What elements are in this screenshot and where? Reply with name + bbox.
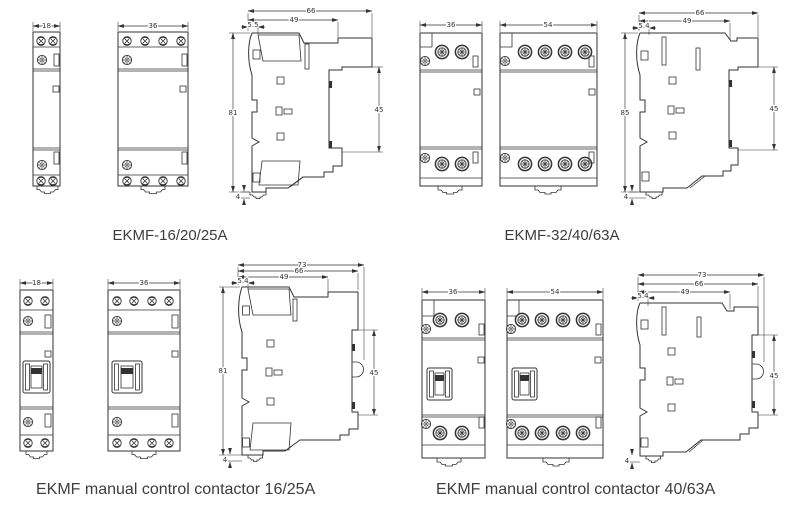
terminal-shroud-bottom [249, 422, 292, 451]
caption-manual-40-63a: EKMF manual control contactor 40/63A [436, 481, 716, 498]
din-foot [25, 451, 48, 459]
dim-height: 85 [621, 109, 630, 117]
din-foot [534, 186, 562, 195]
dim-depth-front: 49 [290, 16, 299, 24]
din-foot [437, 186, 463, 195]
din-foot [140, 186, 166, 194]
terminal-shroud-top [247, 288, 292, 316]
dim-foot: 4 [236, 193, 241, 201]
dim-lip: 5.5 [247, 21, 258, 29]
ekmf-manual-16-25a-drawing: 18 36 [19, 260, 380, 468]
dim-width-small: 36 [447, 21, 456, 29]
dim-depth-total: 73 [698, 271, 707, 279]
corner-step [420, 33, 433, 48]
dim-height: 81 [219, 367, 228, 375]
dim-din-recess: 45 [375, 106, 384, 114]
front-view-2pole-manual: 36 [420, 287, 486, 467]
front-view-2pole: 36 [419, 20, 483, 195]
din-foot [247, 455, 263, 462]
din-foot [542, 458, 570, 467]
caption-ekmf-32-40-63a: EKMF-32/40/63A [504, 227, 620, 244]
front-view-4pole-manual: 36 [107, 278, 181, 459]
din-foot [645, 192, 663, 199]
manual-lever [111, 360, 143, 394]
dim-din-recess: 45 [370, 369, 379, 377]
dim-lip: 5.4 [237, 277, 249, 285]
dim-width-small: 36 [449, 288, 458, 296]
dim-din-recess: 45 [770, 372, 779, 380]
front-view-4pole: 36 [117, 21, 189, 194]
dim-width-large: 36 [149, 22, 158, 30]
front-view-4pole: 54 [499, 20, 598, 195]
dim-depth-front: 49 [683, 17, 692, 25]
ekmf-manual-40-63a-drawing: 36 54 [420, 270, 780, 469]
din-foot [645, 456, 661, 463]
dim-depth-total: 73 [298, 261, 307, 269]
front-view-4pole-manual: 54 [505, 287, 604, 467]
corner-step [507, 300, 520, 317]
din-foot [131, 451, 157, 459]
corner-step [422, 300, 435, 317]
din-foot [249, 192, 267, 199]
din-foot [36, 186, 59, 194]
ekmf-16-20-25a-drawing: 18 36 66 49 [32, 6, 385, 205]
corner-step [500, 33, 513, 48]
dim-width-small: 18 [32, 279, 41, 287]
dim-depth-overall: 66 [295, 267, 304, 275]
din-foot [436, 458, 462, 467]
lever-knob [752, 363, 764, 380]
lever-knob [352, 361, 364, 378]
dim-width-large: 54 [551, 288, 560, 296]
dim-foot: 4 [625, 457, 630, 465]
dim-din-recess: 45 [770, 105, 779, 113]
dim-depth-overall: 66 [695, 280, 704, 288]
manual-lever [511, 367, 538, 401]
side-view: 73 66 49 5.4 45 4 [624, 270, 780, 469]
manual-lever [22, 360, 51, 394]
terminal-shroud-top [257, 34, 302, 62]
dim-height: 81 [229, 109, 238, 117]
dim-depth-overall: 66 [307, 7, 316, 15]
dim-width-large: 36 [140, 279, 149, 287]
dim-lip: 5.4 [637, 292, 649, 300]
dim-width-large: 54 [544, 21, 553, 29]
dim-width-small: 18 [42, 22, 51, 30]
caption-manual-16-25a: EKMF manual control contactor 16/25A [36, 481, 316, 498]
terminal-shroud-bottom [258, 160, 301, 186]
side-view: 66 49 5.5 81 45 4 [227, 6, 385, 205]
dim-depth-front: 49 [280, 273, 289, 281]
dim-depth-overall: 66 [696, 9, 705, 17]
dim-lip: 5.4 [638, 22, 650, 30]
side-view: 66 49 5.4 85 45 4 [619, 8, 780, 205]
front-view-2pole: 18 [32, 21, 61, 194]
dim-depth-front: 49 [681, 288, 690, 296]
ekmf-32-40-63a-drawing: 36 54 66 49 [419, 8, 780, 205]
dim-foot: 4 [223, 456, 228, 464]
dim-foot: 4 [624, 193, 629, 201]
side-view: 73 66 49 5.4 81 45 4 [217, 260, 380, 468]
caption-ekmf-16-20-25a: EKMF-16/20/25A [112, 227, 228, 244]
manual-lever [426, 367, 453, 401]
front-view-2pole-manual: 18 [19, 278, 54, 459]
